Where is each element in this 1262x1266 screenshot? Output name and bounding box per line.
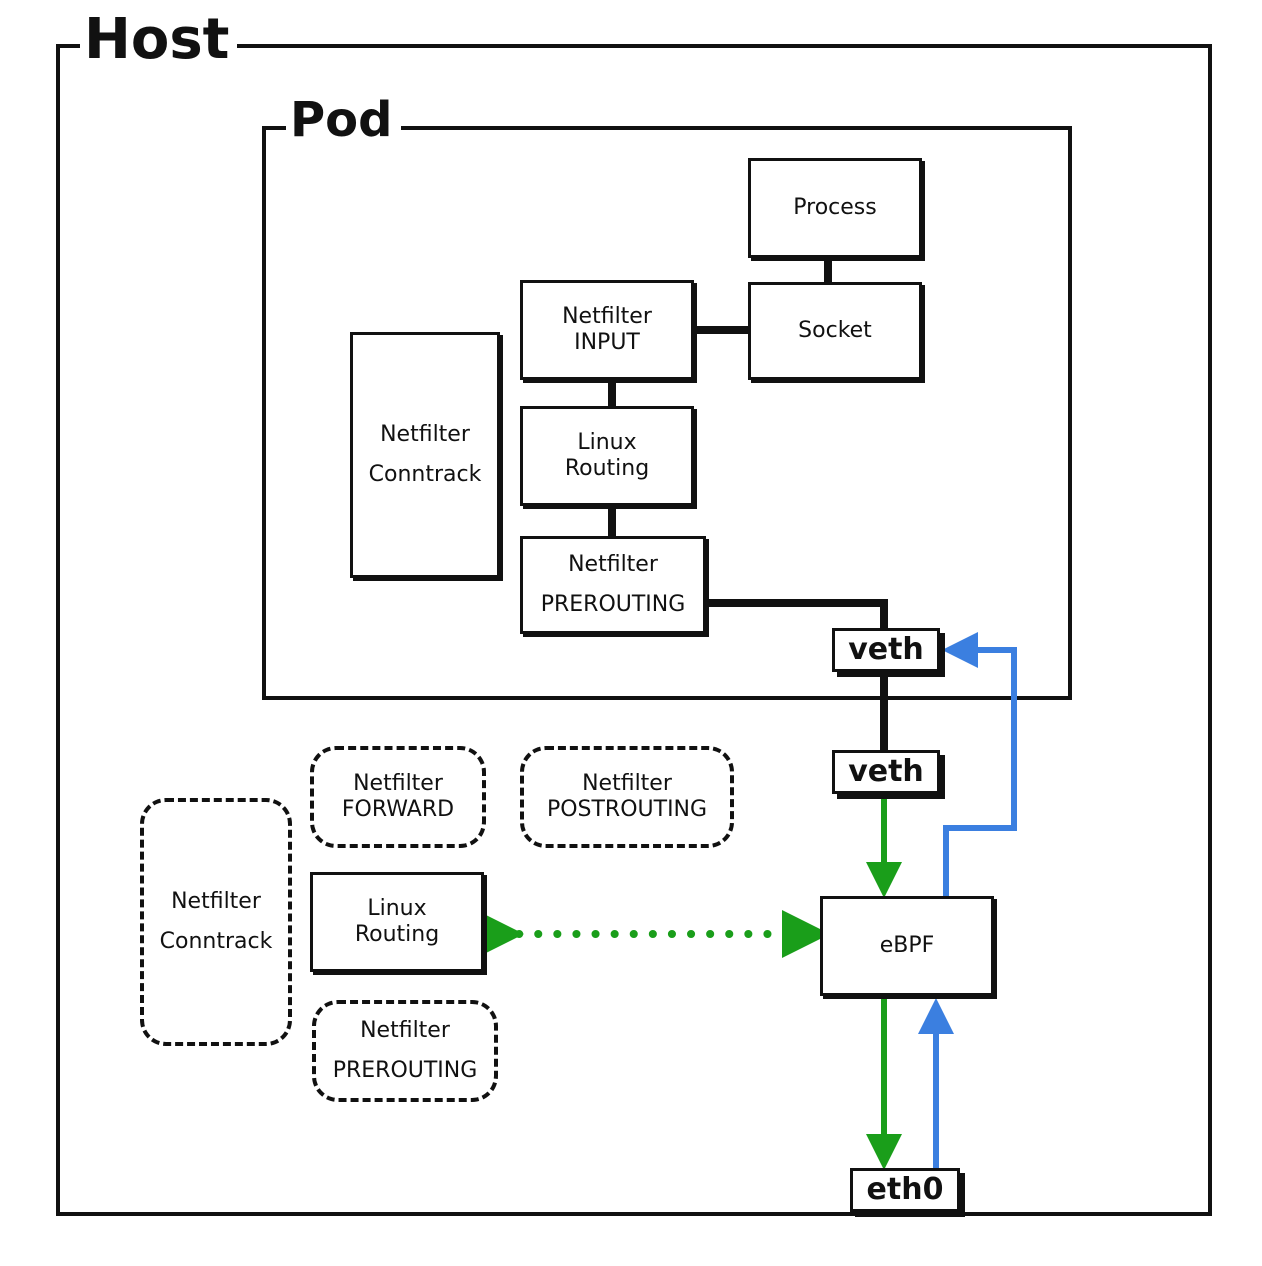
netfilter-forward-label-1: Netfilter: [353, 770, 443, 796]
host-netfilter-conntrack-label-1: Netfilter: [171, 888, 261, 914]
pod-netfilter-conntrack-label-1: Netfilter: [380, 421, 470, 447]
ebpf-box: eBPF: [820, 896, 994, 996]
pod-frame: [262, 126, 1072, 700]
link-prerouting-veth: [706, 599, 888, 628]
eth0-label: eth0: [866, 1172, 944, 1207]
netfilter-postrouting-box: Netfilter POSTROUTING: [520, 746, 734, 848]
host-netfilter-prerouting-box: Netfilter PREROUTING: [312, 1000, 498, 1102]
pod-veth-box: veth: [832, 628, 940, 672]
socket-label: Socket: [798, 317, 872, 343]
process-box: Process: [748, 158, 922, 258]
process-label: Process: [793, 194, 877, 220]
netfilter-input-label-2: INPUT: [574, 330, 640, 355]
netfilter-input-box: Netfilter INPUT: [520, 280, 694, 380]
pod-netfilter-prerouting-label-1: Netfilter: [568, 551, 658, 577]
ebpf-label: eBPF: [879, 932, 935, 958]
host-linux-routing-box: Linux Routing: [310, 872, 484, 972]
netfilter-forward-label-2: FORWARD: [341, 797, 455, 822]
host-netfilter-prerouting-label-2: PREROUTING: [332, 1058, 478, 1083]
eth0-box: eth0: [850, 1168, 960, 1212]
host-title: Host: [80, 12, 238, 68]
pod-veth-label: veth: [848, 632, 924, 667]
pod-netfilter-prerouting-label-2: PREROUTING: [540, 592, 686, 617]
host-linux-routing-label-1: Linux: [367, 895, 427, 921]
pod-netfilter-prerouting-box: Netfilter PREROUTING: [520, 536, 706, 634]
pod-linux-routing-label-2: Routing: [564, 456, 650, 481]
netfilter-postrouting-label-2: POSTROUTING: [546, 797, 708, 822]
host-frame: [56, 44, 1212, 1216]
pod-title: Pod: [286, 96, 401, 144]
host-netfilter-conntrack-label-2: Conntrack: [159, 929, 273, 954]
arrow-ebpf-to-pod-veth: [942, 632, 1017, 898]
pod-linux-routing-label-1: Linux: [577, 429, 637, 455]
host-veth-box: veth: [832, 750, 940, 794]
host-veth-label: veth: [848, 754, 924, 789]
socket-box: Socket: [748, 282, 922, 380]
pod-linux-routing-box: Linux Routing: [520, 406, 694, 506]
netfilter-input-label-1: Netfilter: [562, 303, 652, 329]
netfilter-postrouting-label-1: Netfilter: [582, 770, 672, 796]
pod-netfilter-conntrack-box: Netfilter Conntrack: [350, 332, 500, 578]
pod-netfilter-conntrack-label-2: Conntrack: [368, 462, 482, 487]
host-netfilter-prerouting-label-1: Netfilter: [360, 1017, 450, 1043]
host-linux-routing-label-2: Routing: [354, 922, 440, 947]
host-netfilter-conntrack-box: Netfilter Conntrack: [140, 798, 292, 1046]
netfilter-forward-box: Netfilter FORWARD: [310, 746, 486, 848]
